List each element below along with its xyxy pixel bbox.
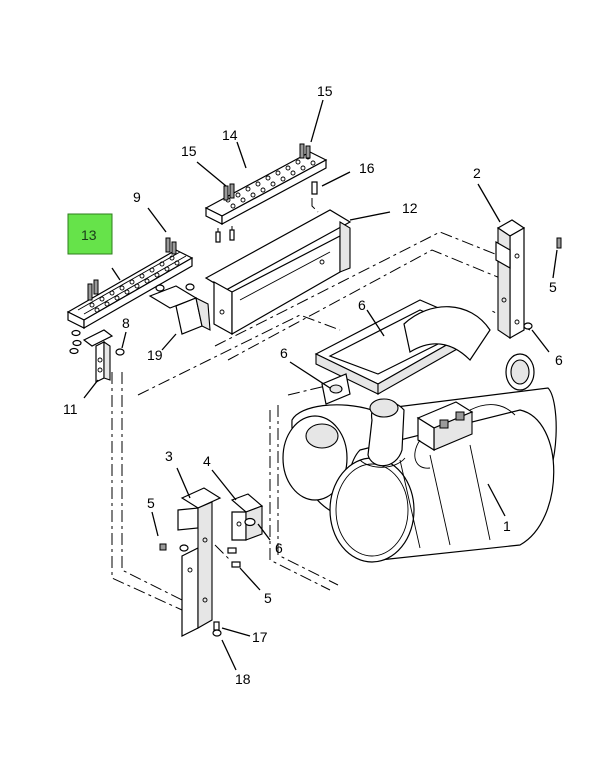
callout-11[interactable]: 11 bbox=[63, 401, 78, 417]
bracket-12 bbox=[204, 209, 352, 336]
callout-5-right[interactable]: 5 bbox=[549, 279, 557, 295]
callout-15-top[interactable]: 15 bbox=[317, 83, 333, 99]
bracket-4 bbox=[227, 493, 264, 568]
callout-17[interactable]: 17 bbox=[252, 629, 268, 645]
callout-9[interactable]: 9 bbox=[133, 189, 141, 205]
step-14 bbox=[204, 143, 328, 243]
callout-16[interactable]: 16 bbox=[359, 160, 375, 176]
bracket-2 bbox=[495, 219, 562, 340]
highlight-box[interactable] bbox=[67, 213, 113, 255]
callout-labels: 1 2 3 4 5 5 5 6 6 6 6 8 9 11 12 13 14 15… bbox=[63, 83, 563, 687]
callout-6-right[interactable]: 6 bbox=[555, 352, 563, 368]
callout-8[interactable]: 8 bbox=[122, 315, 130, 331]
callout-14[interactable]: 14 bbox=[222, 127, 238, 143]
aftertreatment-assembly bbox=[282, 299, 557, 563]
callout-5-left[interactable]: 5 bbox=[147, 495, 155, 511]
bracket-11 bbox=[69, 329, 125, 383]
callout-19[interactable]: 19 bbox=[147, 347, 163, 363]
callout-6-left[interactable]: 6 bbox=[280, 345, 288, 361]
callout-6-frame[interactable]: 6 bbox=[358, 297, 366, 313]
leader-lines bbox=[83, 99, 558, 671]
bracket-3 bbox=[159, 487, 222, 637]
callout-4[interactable]: 4 bbox=[203, 453, 211, 469]
callout-18[interactable]: 18 bbox=[235, 671, 251, 687]
step-13 bbox=[66, 237, 194, 330]
callout-5-bottom[interactable]: 5 bbox=[264, 590, 272, 606]
bolt-17-18 bbox=[212, 621, 222, 637]
callout-1[interactable]: 1 bbox=[503, 518, 511, 534]
callout-2[interactable]: 2 bbox=[473, 165, 481, 181]
bracket-19 bbox=[148, 283, 211, 335]
callout-6-bottom[interactable]: 6 bbox=[275, 540, 283, 556]
callout-15-left[interactable]: 15 bbox=[181, 143, 197, 159]
callout-12[interactable]: 12 bbox=[402, 200, 418, 216]
callout-13[interactable]: 13 bbox=[81, 227, 97, 243]
callout-3[interactable]: 3 bbox=[165, 448, 173, 464]
